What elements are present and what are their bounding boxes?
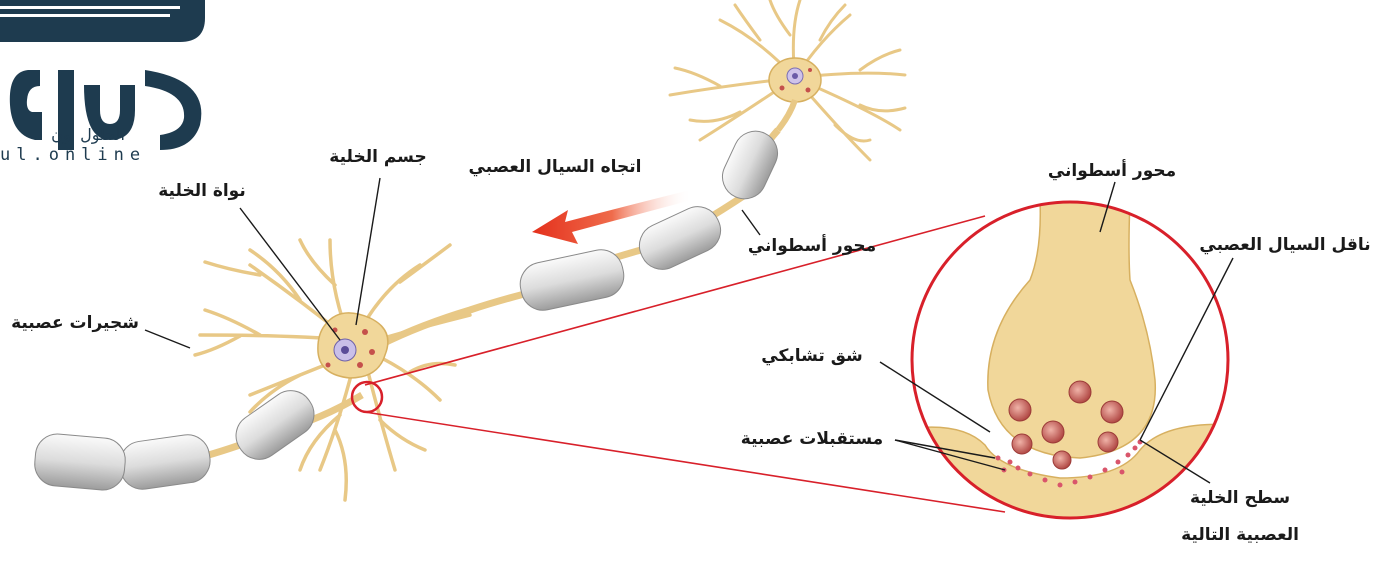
label-next-cell-line2: العصبية التالية bbox=[1181, 525, 1299, 545]
label-flow-direction: اتجاه السيال العصبي bbox=[469, 157, 642, 177]
myelinated-axon bbox=[33, 124, 785, 492]
logo: الحلول اون ul.online bbox=[0, 0, 205, 165]
label-receptors: مستقبلات عصبية bbox=[741, 429, 883, 449]
label-synaptic-cleft: شق تشابكي bbox=[761, 346, 863, 366]
label-cell-body: جسم الخلية bbox=[329, 147, 426, 167]
label-axon-zoom: محور أسطواني bbox=[1048, 159, 1176, 181]
main-neuron bbox=[195, 240, 470, 500]
label-next-cell-line1: سطح الخلية bbox=[1190, 488, 1290, 508]
label-nucleus: نواة الخلية bbox=[158, 181, 245, 201]
upper-neuron bbox=[670, 0, 905, 160]
label-dendrites: شجيرات عصبية bbox=[11, 313, 139, 333]
logo-arabic-text: الحلول اون bbox=[51, 125, 125, 145]
label-neurotransmitter: ناقل السيال العصبي bbox=[1199, 235, 1370, 255]
label-axon-main: محور أسطواني bbox=[748, 234, 876, 256]
logo-latin-text: ul.online bbox=[0, 145, 146, 165]
